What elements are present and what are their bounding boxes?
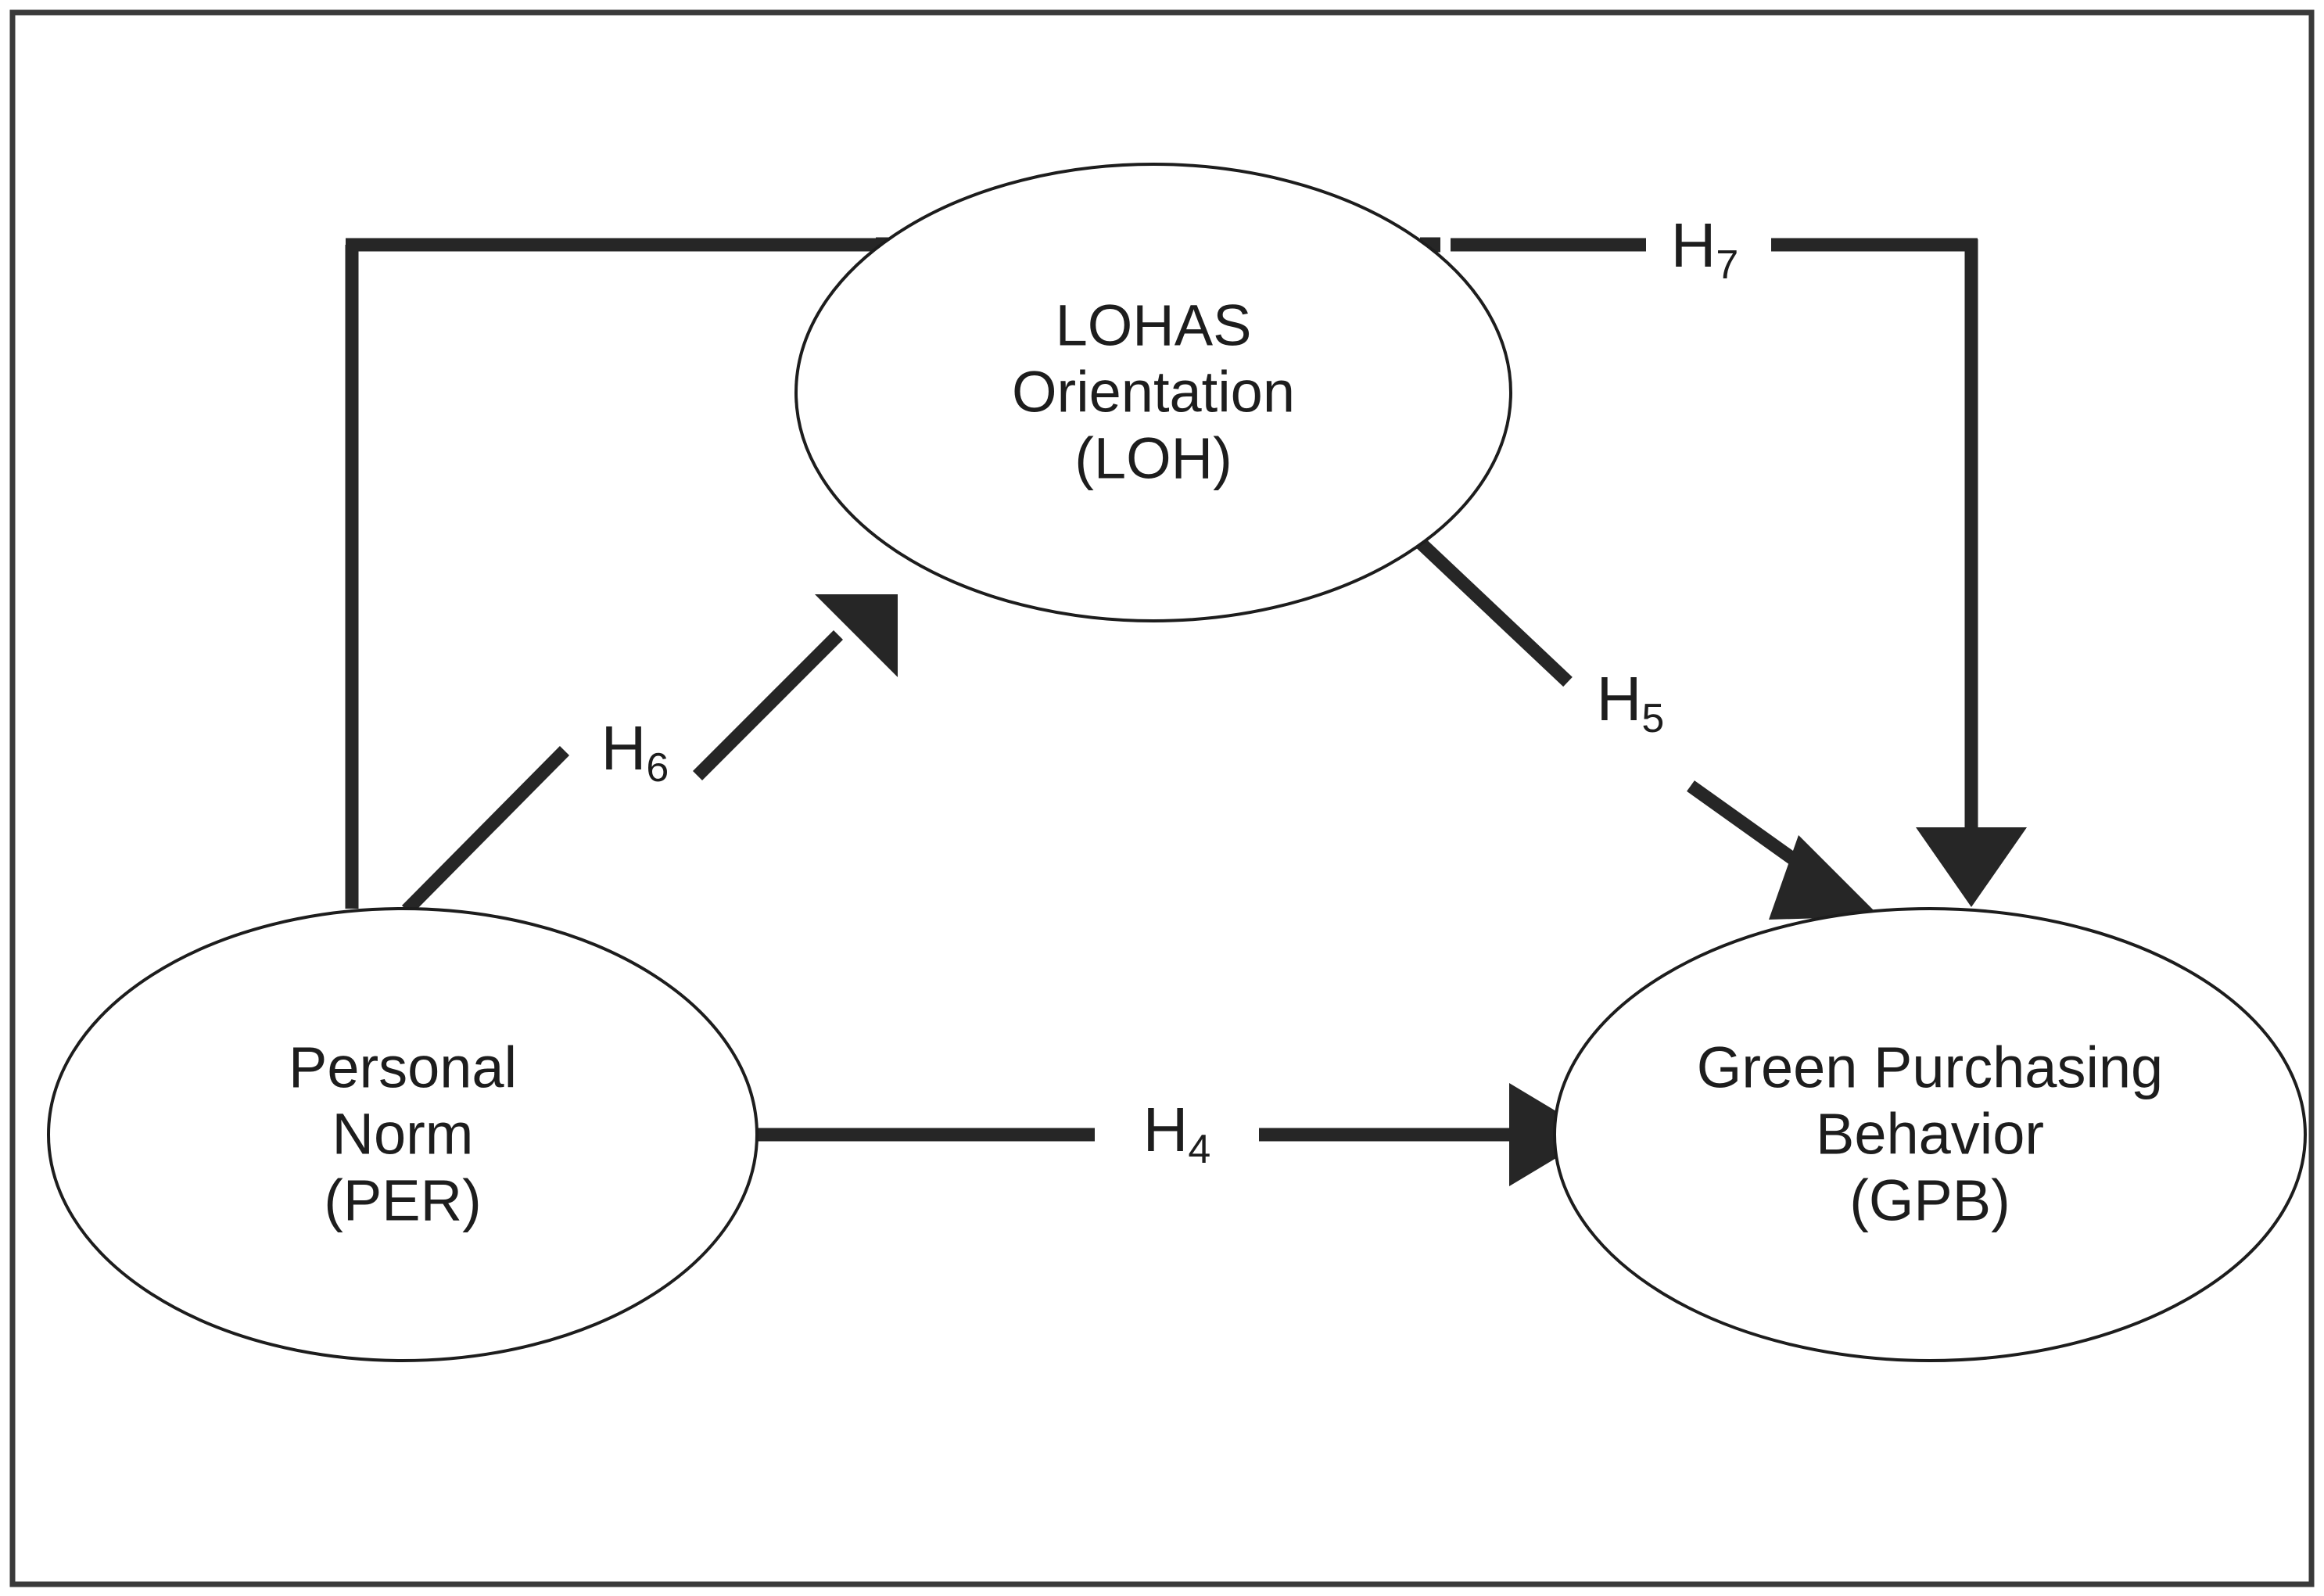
- hypothesis-h6-letter: H: [601, 713, 647, 783]
- lohas-orientation-label-line3: (LOH): [1074, 426, 1232, 491]
- lohas-orientation-node[interactable]: LOHAS Orientation (LOH): [794, 163, 1512, 622]
- hypothesis-h5-label: H5: [1597, 664, 1665, 741]
- lohas-orientation-label-line2: Orientation: [1012, 360, 1295, 425]
- green-purchasing-behavior-ellipse: [1553, 907, 2307, 1362]
- figure-frame: [9, 9, 2315, 1587]
- hypothesis-h7-subscript: 7: [1716, 242, 1738, 288]
- hypothesis-h4-letter: H: [1143, 1095, 1189, 1164]
- green-purchasing-behavior-label-line2: Behavior: [1816, 1102, 2044, 1167]
- personal-norm-ellipse: [47, 907, 759, 1362]
- green-purchasing-behavior-node[interactable]: Green Purchasing Behavior (GPB): [1553, 907, 2307, 1362]
- hypothesis-h6-label: H6: [601, 713, 669, 791]
- h6-segment-upper: [692, 629, 844, 781]
- personal-norm-label-line1: Personal: [289, 1035, 517, 1100]
- lohas-orientation-ellipse: [794, 163, 1512, 622]
- hypothesis-h4-label: H4: [1143, 1095, 1211, 1172]
- lohas-orientation-label-line1: LOHAS: [1056, 293, 1252, 358]
- hypothesis-h7-letter: H: [1671, 210, 1716, 280]
- green-purchasing-behavior-label-line3: (GPB): [1849, 1168, 2010, 1233]
- hypothesis-h6-subscript: 6: [646, 745, 669, 791]
- h6-arrowhead: [815, 594, 898, 677]
- h5-segment-upper: [1411, 533, 1573, 687]
- hypothesis-h5-letter: H: [1597, 664, 1642, 733]
- personal-norm-label-line2: Norm: [332, 1102, 474, 1167]
- hypothesis-h7-label: H7: [1671, 210, 1739, 288]
- h4-arrowhead: [1509, 1083, 1595, 1186]
- personal-norm-node[interactable]: Personal Norm (PER): [47, 907, 759, 1362]
- h7-arrowhead: [1916, 827, 2027, 907]
- hypothesis-h4-subscript: 4: [1188, 1127, 1210, 1172]
- h6-segment-lower: [401, 746, 570, 915]
- green-purchasing-behavior-label-line1: Green Purchasing: [1697, 1035, 2163, 1100]
- personal-norm-label-line3: (PER): [324, 1168, 481, 1233]
- h5-arrowhead: [1769, 835, 1880, 920]
- hypothesis-h5-subscript: 5: [1641, 696, 1664, 741]
